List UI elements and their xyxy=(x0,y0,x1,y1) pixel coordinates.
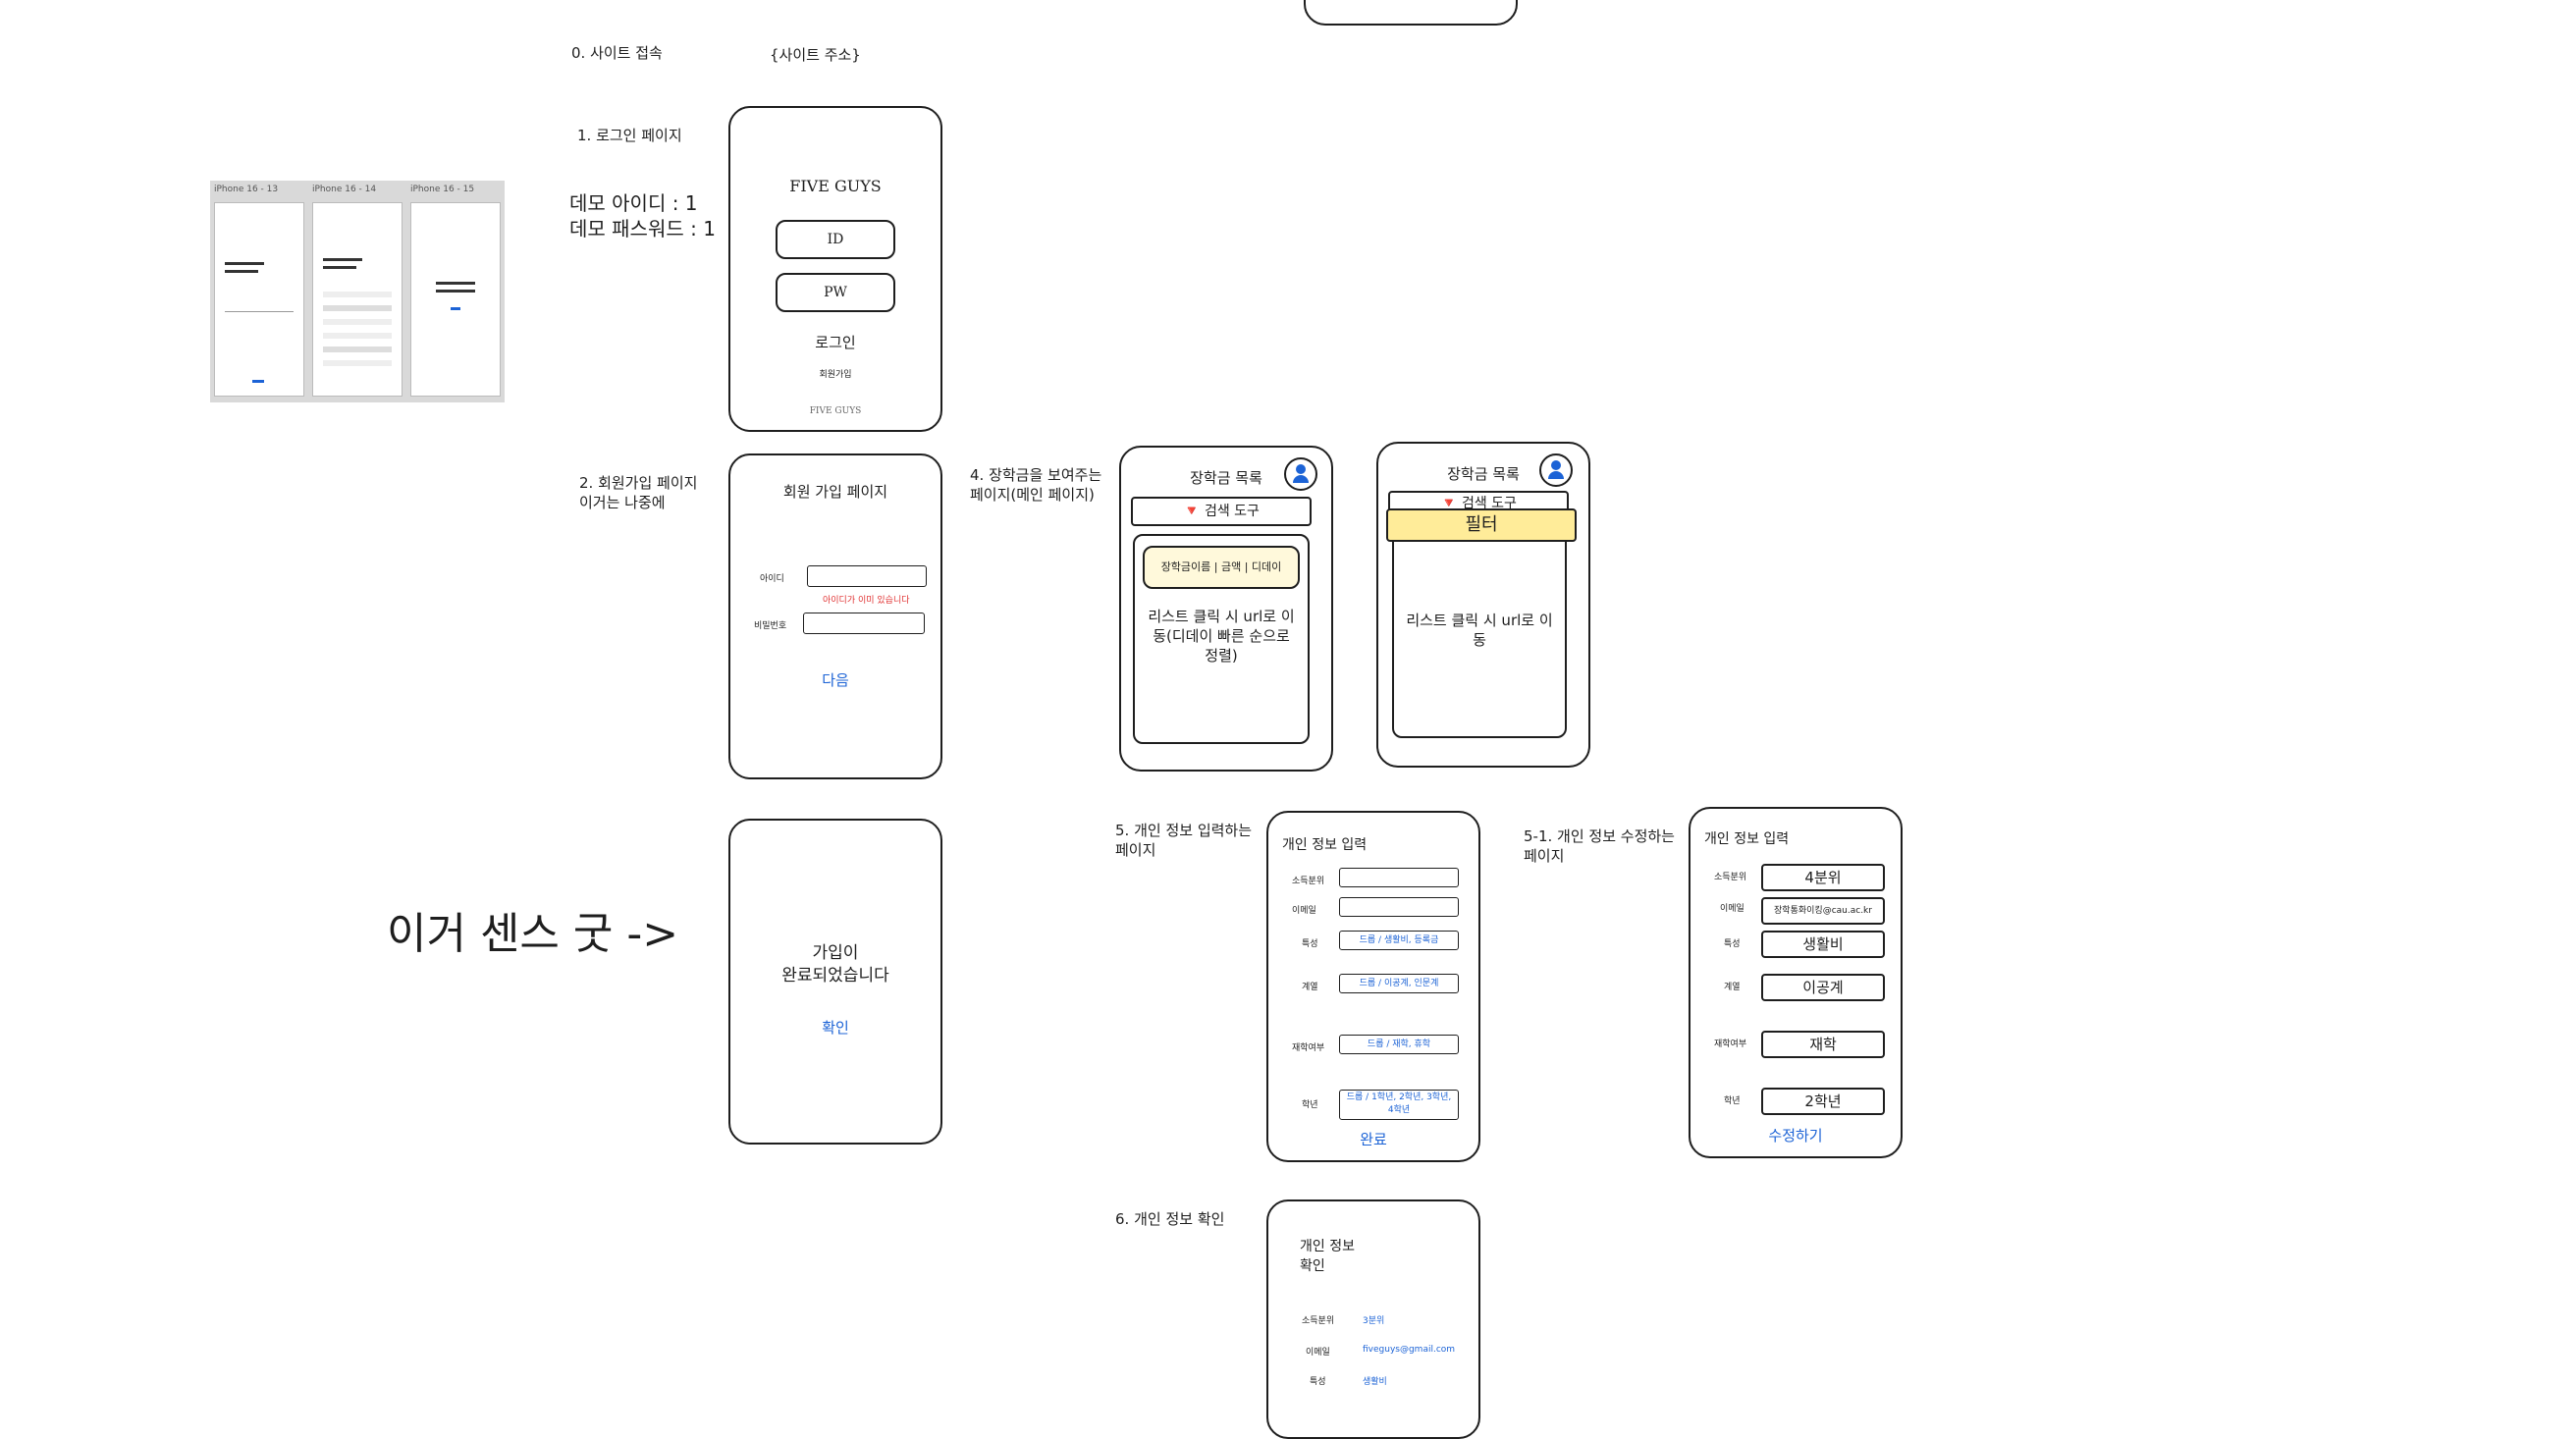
pw-input[interactable]: PW xyxy=(776,273,895,312)
step-6-label: 6. 개인 정보 확인 xyxy=(1115,1210,1225,1228)
search-tool[interactable]: 🔻 검색 도구 xyxy=(1131,497,1312,526)
field-label: 소득분위 xyxy=(1302,1316,1335,1326)
site-address: {사이트 주소} xyxy=(770,46,861,64)
user-icon[interactable] xyxy=(1284,457,1317,491)
edit-form-title: 개인 정보 입력 xyxy=(1704,831,1790,847)
thumb-label-3: iPhone 16 - 15 xyxy=(410,185,475,194)
trait-dropdown[interactable]: 드롭 / 생활비, 등록금 xyxy=(1339,931,1459,950)
step-5-label: 5. 개인 정보 입력하는 페이지 xyxy=(1115,822,1253,859)
step-2-label: 2. 회원가입 페이지 이거는 나중에 xyxy=(579,474,698,511)
complete-confirm-button[interactable]: 확인 xyxy=(822,1019,849,1037)
signup-frame: 회원 가입 페이지 아이디 아이디가 이미 있습니다 비밀번호 다음 xyxy=(728,453,942,779)
input-form-title: 개인 정보 입력 xyxy=(1282,837,1368,853)
major-dropdown[interactable]: 이공계 xyxy=(1761,974,1885,1001)
main-filter-title: 장학금 목록 xyxy=(1447,465,1520,483)
field-label: 특성 xyxy=(1302,939,1318,949)
signup-pw-label: 비밀번호 xyxy=(754,621,787,631)
income-input[interactable]: 4분위 xyxy=(1761,864,1885,891)
income-input[interactable] xyxy=(1339,868,1459,887)
enrollment-dropdown[interactable]: 재학 xyxy=(1761,1031,1885,1058)
field-value: 3분위 xyxy=(1363,1316,1385,1326)
main-note: 리스트 클릭 시 url로 이 동(디데이 빠른 순으로 정렬) xyxy=(1148,608,1295,665)
edit-submit-button[interactable]: 수정하기 xyxy=(1768,1127,1823,1145)
main-frame: 장학금 목록 🔻 검색 도구 장학금이름 | 금액 | 디데이 리스트 클릭 시… xyxy=(1119,446,1333,772)
signup-title: 회원 가입 페이지 xyxy=(782,483,888,501)
scholarship-card[interactable]: 장학금이름 | 금액 | 디데이 xyxy=(1143,546,1300,589)
field-label: 이메일 xyxy=(1292,906,1316,916)
demo-password: 데모 패스워드 : 1 xyxy=(569,217,716,240)
signup-complete-frame: 가입이 완료되었습니다 확인 xyxy=(728,819,942,1145)
edit-form-frame: 개인 정보 입력 소득분위 4분위 이메일 장학통화이킹@cau.ac.kr 특… xyxy=(1689,807,1903,1158)
field-label: 계열 xyxy=(1724,983,1741,992)
complete-message: 가입이 완료되었습니다 xyxy=(781,943,889,986)
filter-panel[interactable]: 필터 xyxy=(1386,508,1577,542)
field-label: 계열 xyxy=(1302,983,1318,992)
list-container: 리스트 클릭 시 url로 이 동 xyxy=(1392,528,1567,738)
step-0-label: 0. 사이트 접속 xyxy=(571,44,663,62)
step-5-1-label: 5-1. 개인 정보 수정하는 페이지 xyxy=(1524,827,1675,865)
field-label: 소득분위 xyxy=(1292,877,1325,886)
id-input[interactable]: ID xyxy=(776,220,895,259)
confirm-frame: 개인 정보 확인 소득분위 3분위 이메일 fiveguys@gmail.com… xyxy=(1266,1199,1480,1439)
main-filter-note: 리스트 클릭 시 url로 이 동 xyxy=(1406,612,1553,649)
signup-id-input[interactable] xyxy=(807,565,927,587)
step-1-label: 1. 로그인 페이지 xyxy=(577,127,682,144)
sense-comment: 이거 센스 굿 -> xyxy=(387,909,679,959)
input-submit-button[interactable]: 완료 xyxy=(1360,1131,1387,1148)
field-value: 생활비 xyxy=(1363,1377,1387,1387)
signup-id-label: 아이디 xyxy=(760,574,784,584)
signup-link[interactable]: 회원가입 xyxy=(819,370,852,380)
email-input[interactable] xyxy=(1339,897,1459,917)
demo-id: 데모 아이디 : 1 xyxy=(569,191,698,215)
signup-id-error: 아이디가 이미 있습니다 xyxy=(823,596,910,606)
enrollment-dropdown[interactable]: 드롭 / 재학, 휴학 xyxy=(1339,1035,1459,1054)
thumb-screen-3 xyxy=(410,202,501,397)
field-label: 학년 xyxy=(1302,1100,1318,1110)
thumb-screen-2 xyxy=(312,202,402,397)
field-label: 재학여부 xyxy=(1714,1039,1747,1049)
field-label: 학년 xyxy=(1724,1096,1741,1106)
confirm-title: 개인 정보 확인 xyxy=(1300,1239,1355,1274)
field-label: 특성 xyxy=(1310,1377,1326,1387)
thumb-screen-1 xyxy=(214,202,304,397)
main-filter-frame: 장학금 목록 🔻 검색 도구 리스트 클릭 시 url로 이 동 필터 xyxy=(1376,442,1590,768)
field-label: 이메일 xyxy=(1720,904,1744,914)
thumb-label-1: iPhone 16 - 13 xyxy=(214,185,279,194)
brand-title: FIVE GUYS xyxy=(789,177,882,195)
trait-dropdown[interactable]: 생활비 xyxy=(1761,931,1885,958)
email-input[interactable]: 장학통화이킹@cau.ac.kr xyxy=(1761,897,1885,925)
field-label: 특성 xyxy=(1724,939,1741,949)
step-4-label: 4. 장학금을 보여주는 페이지(메인 페이지) xyxy=(970,466,1102,504)
grade-dropdown[interactable]: 2학년 xyxy=(1761,1088,1885,1115)
field-label: 재학여부 xyxy=(1292,1043,1325,1053)
signup-pw-input[interactable] xyxy=(803,613,925,634)
major-dropdown[interactable]: 드롭 / 이공계, 인문계 xyxy=(1339,974,1459,993)
main-title: 장학금 목록 xyxy=(1190,469,1262,487)
input-form-frame: 개인 정보 입력 소득분위 이메일 특성 드롭 / 생활비, 등록금 계열 드롭… xyxy=(1266,811,1480,1162)
user-icon[interactable] xyxy=(1539,453,1573,487)
iphone-thumbnails: iPhone 16 - 13 iPhone 16 - 14 iPhone 16 … xyxy=(210,181,505,402)
top-cutoff-frame xyxy=(1304,0,1518,26)
field-value: fiveguys@gmail.com xyxy=(1363,1345,1456,1355)
field-label: 소득분위 xyxy=(1714,873,1747,882)
login-frame: FIVE GUYS ID PW 로그인 회원가입 FIVE GUYS xyxy=(728,106,942,432)
signup-next-button[interactable]: 다음 xyxy=(822,671,849,689)
thumb-label-2: iPhone 16 - 14 xyxy=(312,185,377,194)
login-button[interactable]: 로그인 xyxy=(815,334,856,351)
list-container: 장학금이름 | 금액 | 디데이 리스트 클릭 시 url로 이 동(디데이 빠… xyxy=(1133,534,1310,744)
login-footer: FIVE GUYS xyxy=(809,406,862,416)
field-label: 이메일 xyxy=(1306,1348,1330,1358)
grade-dropdown[interactable]: 드롭 / 1학년, 2학년, 3학년, 4학년 xyxy=(1339,1090,1459,1120)
